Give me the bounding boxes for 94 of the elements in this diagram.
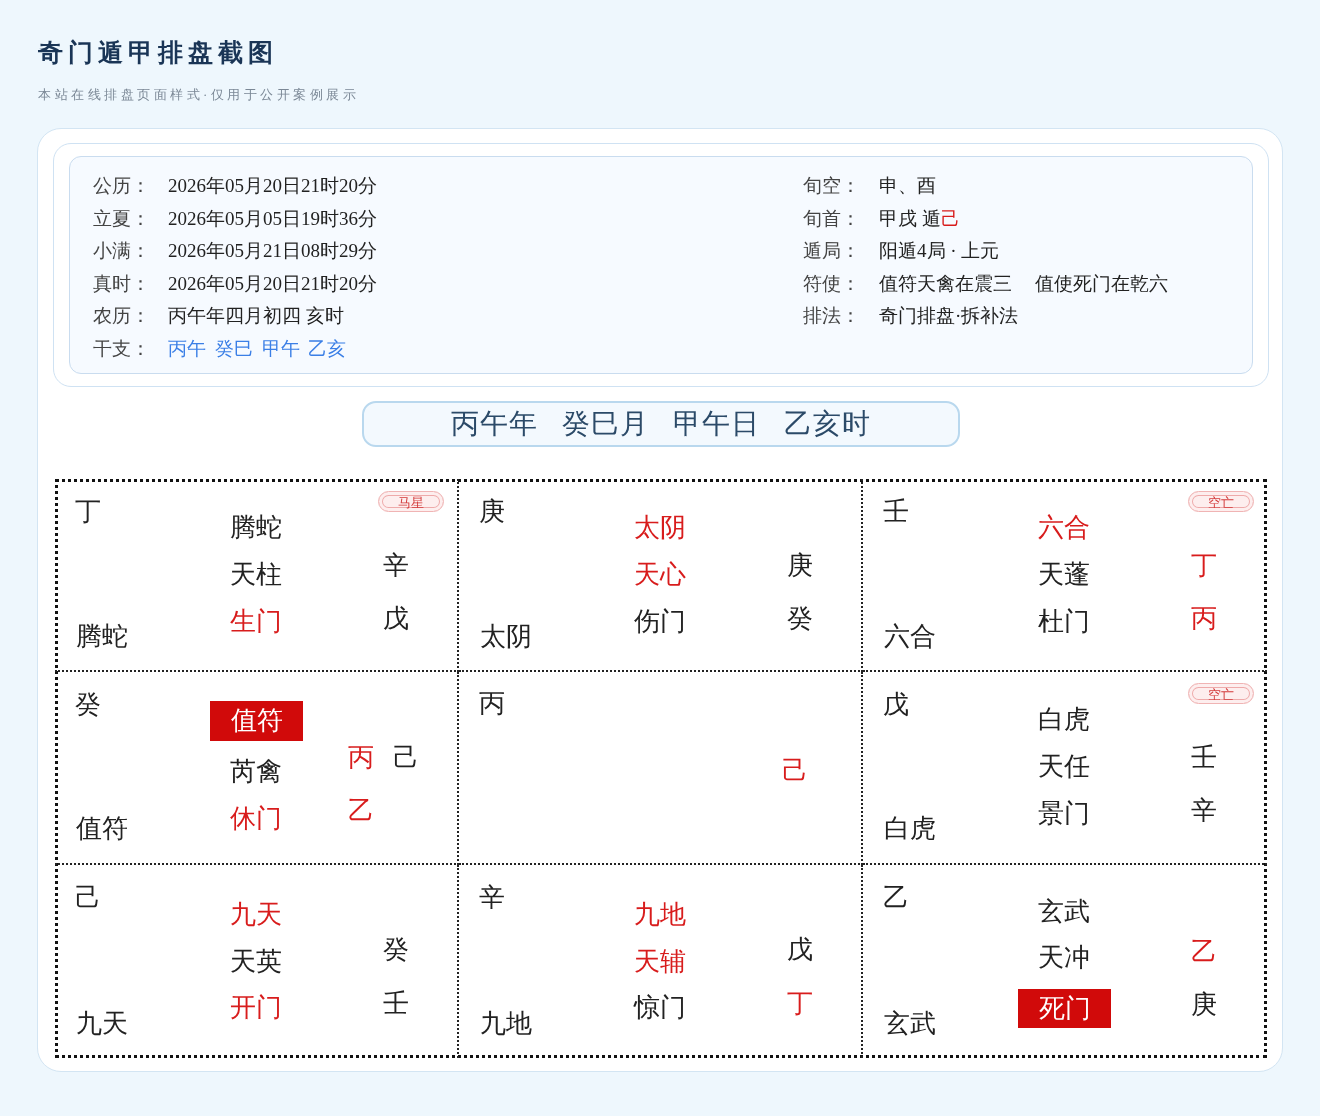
- highlight-tag: 死门: [1018, 989, 1111, 1028]
- stem-char: 癸: [75, 689, 101, 721]
- field-label: 旬空：: [803, 174, 860, 198]
- palace-cell: [55, 479, 459, 672]
- stem-char: 庚: [787, 550, 813, 582]
- pillar-text: 丙午年 癸巳月 甲午日 乙亥时: [451, 407, 871, 441]
- star-name: 天蓬: [1038, 559, 1090, 591]
- palace-cell: [459, 672, 863, 865]
- field-value: 甲戌 遁己: [879, 207, 960, 231]
- deity-name: 九地: [634, 899, 686, 931]
- door-name: 生门: [230, 606, 282, 638]
- stem-char: 丙: [479, 688, 505, 720]
- field-label: 符使：: [803, 272, 860, 296]
- field-label: 遁局：: [803, 239, 860, 263]
- field-value: 2026年05月05日19时36分: [168, 207, 377, 231]
- pillar-banner: [362, 401, 960, 447]
- stem-char: 丙: [348, 742, 374, 774]
- stem-char: 乙: [1191, 936, 1217, 968]
- door-name: 休门: [230, 803, 282, 835]
- stem-char: 辛: [383, 550, 409, 582]
- door-name: 景门: [1038, 798, 1090, 830]
- stem-char: 壬: [1191, 742, 1217, 774]
- door-name: 开门: [230, 992, 282, 1024]
- field-label: 立夏：: [93, 207, 150, 231]
- stem-char: 己: [782, 755, 808, 787]
- stem-char: 丁: [1191, 550, 1217, 582]
- star-name: 天英: [230, 946, 282, 978]
- stem-char: 辛: [479, 882, 505, 914]
- stem-char: 丙: [1191, 603, 1217, 635]
- status-badge: 马星: [378, 491, 444, 512]
- stem-char: 丁: [75, 496, 101, 528]
- stem-char: 庚: [479, 496, 505, 528]
- stem-char: 癸: [787, 603, 813, 635]
- field-value: 阳遁4局 · 上元: [879, 239, 1000, 263]
- field-value: 申、酉: [879, 174, 936, 198]
- status-badge: 空亡: [1188, 491, 1254, 512]
- stem-char: 戊: [883, 689, 909, 721]
- deity-name: 九天: [76, 1008, 128, 1040]
- door-name: 伤门: [634, 606, 686, 638]
- deity-name: 六合: [884, 621, 936, 653]
- deity-name: 玄武: [884, 1008, 936, 1040]
- field-label: 公历：: [93, 174, 150, 198]
- page-title: 奇门遁甲排盘截图: [38, 38, 278, 68]
- deity-name: 白虎: [1038, 704, 1090, 736]
- deity-name: 腾蛇: [76, 621, 128, 653]
- star-name: 芮禽: [230, 756, 282, 788]
- stem-char: 壬: [383, 988, 409, 1020]
- deity-name: 腾蛇: [230, 512, 282, 544]
- field-value: 丙午年四月初四 亥时: [168, 304, 344, 328]
- deity-name: 白虎: [884, 813, 936, 845]
- deity-name: 九天: [230, 899, 282, 931]
- stem-char: 戊: [383, 603, 409, 635]
- chart-card: [37, 128, 1283, 1072]
- stem-char: 己: [75, 882, 101, 914]
- stem-char: 乙: [348, 795, 374, 827]
- field-label: 排法：: [803, 304, 860, 328]
- subtitle-text: 本站在线排盘页面样式·仅用于公开案例展示: [38, 86, 360, 104]
- field-label: 农历：: [93, 304, 150, 328]
- field-value: 奇门排盘·拆补法: [879, 304, 1019, 328]
- deity-name: 六合: [1038, 512, 1090, 544]
- stem-char: 己: [393, 742, 419, 774]
- stem-char: 乙: [883, 882, 909, 914]
- deity-name: 太阴: [480, 621, 532, 653]
- deity-name: 九地: [480, 1008, 532, 1040]
- field-label: 小满：: [93, 239, 150, 263]
- field-label: 真时：: [93, 272, 150, 296]
- info-panel: [69, 156, 1253, 374]
- field-value: 值符天禽在震三 值使死门在乾六: [879, 272, 1168, 296]
- deity-name: 太阴: [634, 512, 686, 544]
- field-label: 干支：: [93, 337, 150, 361]
- stem-char: 辛: [1191, 795, 1217, 827]
- stem-char: 庚: [1191, 989, 1217, 1021]
- deity-name: 玄武: [1038, 896, 1090, 928]
- deity-name: 值符: [76, 813, 128, 845]
- stem-char: 丁: [787, 988, 813, 1020]
- palace-cell: [55, 672, 459, 865]
- field-value: 2026年05月21日08时29分: [168, 239, 377, 263]
- status-badge: 空亡: [1188, 683, 1254, 704]
- stem-char: 癸: [383, 934, 409, 966]
- field-value: 2026年05月20日21时20分: [168, 272, 377, 296]
- palace-cell: [459, 479, 863, 672]
- field-value: 丙午 癸巳 甲午 乙亥: [168, 337, 347, 361]
- door-name: 惊门: [634, 992, 686, 1024]
- star-name: 天心: [634, 559, 686, 591]
- door-name: 杜门: [1038, 606, 1090, 638]
- field-label: 旬首：: [803, 207, 860, 231]
- star-name: 天任: [1038, 751, 1090, 783]
- star-name: 天冲: [1038, 942, 1090, 974]
- star-name: 天辅: [634, 946, 686, 978]
- stem-char: 壬: [883, 496, 909, 528]
- stem-char: 戊: [787, 934, 813, 966]
- star-name: 天柱: [230, 559, 282, 591]
- highlight-tag: 值符: [210, 701, 303, 741]
- field-value: 2026年05月20日21时20分: [168, 174, 377, 198]
